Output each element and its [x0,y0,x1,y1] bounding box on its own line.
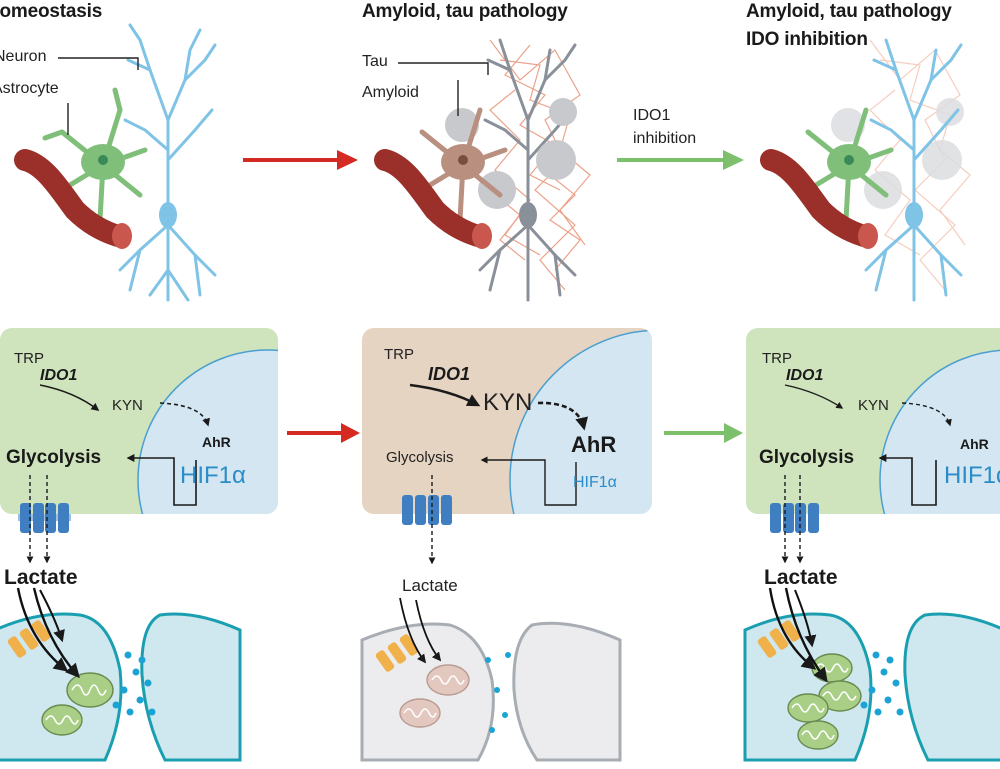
green-arrow-middle [664,423,743,443]
blood-vessel-icon [760,149,875,247]
pathway-panel-3 [746,328,1000,514]
amyloid-plaque-icon [445,98,577,209]
panel2-glycolysis: Glycolysis [386,449,454,466]
label-tau: Tau [362,53,388,70]
lactate-receptor-icon [757,620,801,658]
panel2-trp: TRP [384,346,414,363]
panel1-lactate: Lactate [4,566,78,589]
vesicle-dots [112,651,156,716]
pathway-panel-2 [362,328,652,514]
label-ido1-inhibition-2: inhibition [633,130,697,147]
panel2-ido1: IDO1 [428,364,471,384]
label-amyloid: Amyloid [362,84,419,101]
astrocyte-icon [419,107,508,223]
inhibition-cells [760,38,971,302]
panel2-ahr: AhR [571,432,617,457]
tau-leader-line [398,62,489,75]
panel3-glycolysis: Glycolysis [759,447,855,468]
green-arrow-top [617,150,744,170]
neuron-soma-icon [159,202,177,228]
mitochondrion-icon [41,672,114,736]
header-pathology: Amyloid, tau pathology [362,1,568,22]
neuron-leader-line [58,57,139,70]
label-neuron: Neuron [0,48,47,65]
red-arrow-top [243,150,358,170]
blood-vessel-icon [14,149,129,247]
astrocyte-icon [805,107,894,223]
mitochondrion-icon [399,664,470,728]
neuron-dendrites-icon [478,38,577,302]
homeostasis-cells [14,23,217,302]
vessel-opening-icon [112,223,132,249]
panel3-lactate: Lactate [764,566,838,589]
mct-transporter-icon [18,503,71,533]
panel1-trp: TRP [14,350,44,367]
panel3-ido1: IDO1 [786,367,824,384]
lactate-receptor-icon [375,634,419,672]
blood-vessel-icon [374,149,489,247]
panel2-hif1a: HIF1α [573,474,617,491]
tau-tangles-icon [869,39,971,291]
mct-transporter-icon [402,495,452,525]
neuron-soma-icon [519,202,537,228]
label-astrocyte: Astrocyte [0,80,59,97]
panel1-ahr: AhR [202,434,231,450]
vessel-opening-icon [472,223,492,249]
header-homeostasis: Homeostasis [0,1,103,22]
panel1-ido1: IDO1 [40,367,78,384]
label-ido1-inhibition-1: IDO1 [633,107,671,124]
panel3-ahr: AhR [960,436,989,452]
pathway-panel-1 [0,328,278,514]
panel2-lactate: Lactate [402,576,458,595]
panel2-kyn: KYN [483,389,533,416]
panel1-glycolysis: Glycolysis [6,447,102,468]
synapse-1 [0,587,242,762]
panel1-hif1a: HIF1α [180,462,246,489]
neuron-dendrites-icon [118,23,217,302]
red-arrow-middle [287,423,360,443]
panel3-hif1a: HIF1α [944,462,1000,489]
panel3-trp: TRP [762,350,792,367]
header-inhibition-line2: IDO inhibition [746,29,868,50]
lactate-receptor-icon [7,620,51,658]
tau-tangles-icon [489,39,591,291]
astrocyte-icon [42,87,148,223]
vesicle-dots [860,651,904,716]
panel1-kyn: KYN [112,397,143,414]
vessel-opening-icon [858,223,878,249]
header-inhibition-line1: Amyloid, tau pathology [746,1,952,22]
panel3-kyn: KYN [858,397,889,414]
vesicle-dots [485,652,511,733]
pathology-cells [374,38,591,302]
neuron-dendrites-icon [864,38,963,302]
synapse-3 [743,587,1000,762]
neuron-soma-icon [905,202,923,228]
synapse-2 [360,597,622,762]
